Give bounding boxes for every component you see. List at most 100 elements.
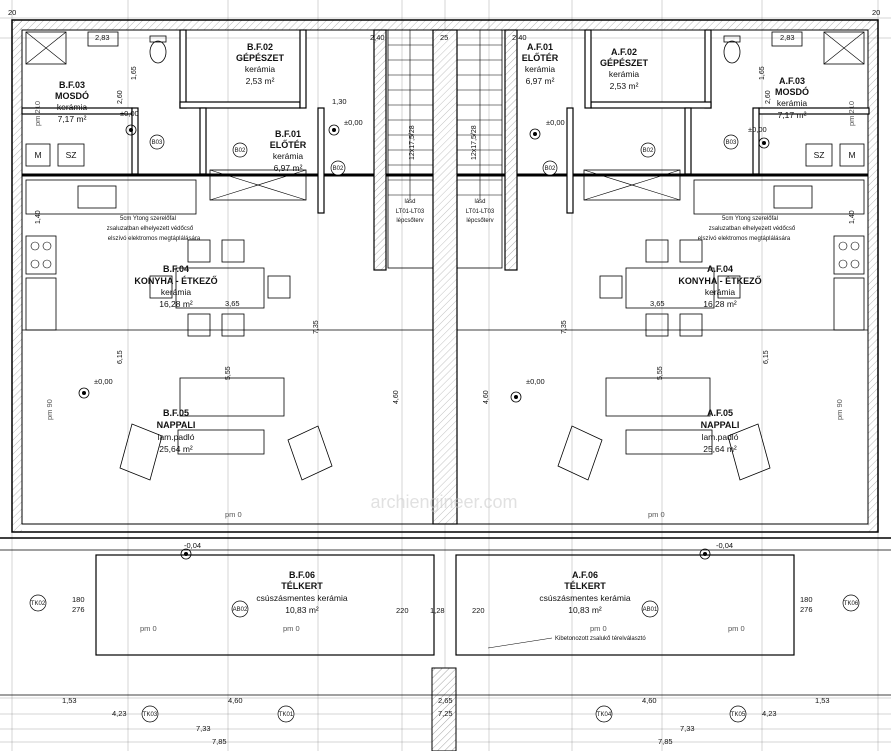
- room-area-bf02: 2,53 m²: [246, 76, 275, 86]
- appliance-labels: M SZ SZ M: [34, 150, 855, 160]
- tag-b02-left: B02: [235, 148, 246, 154]
- room-code-bf06: B.F.06: [289, 570, 315, 580]
- dim-733-kitchen-left: 3,65: [225, 299, 240, 308]
- dimension-texts: 2,40 25 2,40 20 20 2,83 2,83 1,30 1,53 4…: [8, 8, 880, 746]
- watermark: archiengineer.com: [370, 492, 517, 512]
- room-finish-af04: kerámia: [705, 287, 736, 297]
- dim-423-right: 4,23: [762, 709, 777, 718]
- pm0-bf05: pm 0: [225, 510, 242, 519]
- room-code-bf02: B.F.02: [247, 42, 273, 52]
- room-name-bf04: KONYHA - ÉTKEZŐ: [134, 275, 217, 286]
- dim-165-left: 1,65: [131, 66, 138, 80]
- note-lepcso-left: lépcsőterv: [396, 218, 423, 224]
- room-code-af02: A.F.02: [611, 47, 637, 57]
- pm0-bf06-b: pm 0: [283, 624, 300, 633]
- tag-ab02: AB02: [233, 607, 248, 613]
- dim-733-left: 7,33: [196, 724, 211, 733]
- room-code-bf05: B.F.05: [163, 408, 189, 418]
- room-name-af03: MOSDÓ: [775, 86, 809, 97]
- dim-785-left: 7,85: [212, 737, 227, 746]
- tag-tk06: TK06: [844, 601, 859, 607]
- room-area-af05: 25,64 m²: [703, 444, 737, 454]
- dim-460-v-left: 4,60: [393, 390, 400, 404]
- stair-left: [387, 29, 434, 269]
- elevation-labels: ±0,00 ±0,00 ±0,00 ±0,00 ±0,00 ±0,00 -0,0…: [33, 101, 856, 633]
- tag-tk04: TK04: [597, 712, 612, 718]
- winter-garden: [0, 537, 891, 751]
- note-ytong-left-3: elszívó elektromos megtáplálására: [108, 236, 201, 242]
- tag-b03-right: B03: [726, 140, 737, 146]
- tag-b02-right: B02: [643, 148, 654, 154]
- room-name-bf01: ELŐTÉR: [270, 139, 307, 150]
- room-code-bf03: B.F.03: [59, 80, 85, 90]
- room-code-af06: A.F.06: [572, 570, 598, 580]
- dim-153-left: 1,53: [62, 696, 77, 705]
- room-finish-af06: csúszásmentes kerámia: [539, 593, 630, 603]
- dim-283-right: 2,83: [780, 33, 795, 42]
- dim-260-left: 2,60: [117, 90, 124, 104]
- elev-bf05: ±0,00: [94, 377, 113, 386]
- dryer-label-left: SZ: [66, 150, 77, 160]
- fixtures-right: [557, 31, 865, 481]
- fixtures-left: [25, 31, 333, 481]
- room-finish-bf04: kerámia: [161, 287, 192, 297]
- elev-af03: ±0,00: [748, 125, 767, 134]
- room-code-af05: A.F.05: [707, 408, 733, 418]
- pm0-af06-a: pm 0: [590, 624, 607, 633]
- washer-label-right: M: [848, 150, 855, 160]
- dim-276-right: 276: [800, 605, 813, 614]
- dim-140-left: 1,40: [35, 210, 42, 224]
- note-lt-right: LT01-LT03: [466, 209, 495, 215]
- room-finish-af05: lam.padló: [702, 432, 739, 442]
- dim-615-right: 6,15: [763, 350, 770, 364]
- room-name-af05: NAPPALI: [701, 420, 740, 430]
- dim-top-240-right: 2,40: [512, 33, 527, 42]
- tag-tk01: TK01: [279, 712, 294, 718]
- dim-725: 7,25: [438, 709, 453, 718]
- dim-733-right: 7,33: [680, 724, 695, 733]
- note-ytong-left-2: zsaluzatban elhelyezett védőcső: [107, 226, 194, 232]
- room-finish-af02: kerámia: [609, 69, 640, 79]
- elev-af06: -0,04: [716, 541, 733, 550]
- pm90-left: pm 90: [45, 399, 54, 420]
- dim-265: 2,65: [438, 696, 453, 705]
- dim-180-left: 180: [72, 595, 85, 604]
- room-code-bf04: B.F.04: [163, 264, 189, 274]
- dim-733-kitchen-right: 3,65: [650, 299, 665, 308]
- room-name-bf05: NAPPALI: [157, 420, 196, 430]
- elev-bf06: -0,04: [184, 541, 201, 550]
- room-code-af03: A.F.03: [779, 76, 805, 86]
- dim-260-right: 2,60: [765, 90, 772, 104]
- tag-tk03: TK03: [143, 712, 158, 718]
- note-ytong-right-3: elszívó elektromos megtáplálására: [698, 236, 791, 242]
- dim-top-20-right: 20: [872, 8, 880, 17]
- room-finish-bf01: kerámia: [273, 151, 304, 161]
- pm0-bf06-a: pm 0: [140, 624, 157, 633]
- level-markers: [78, 124, 770, 560]
- elev-af01: ±0,00: [546, 118, 565, 127]
- elev-bf01: ±0,00: [344, 118, 363, 127]
- dim-140-right: 1,40: [849, 210, 856, 224]
- dryer-label-right: SZ: [814, 150, 825, 160]
- dim-10: 1,28: [430, 606, 445, 615]
- dim-423-left: 4,23: [112, 709, 127, 718]
- dim-128-left: 220: [396, 606, 409, 615]
- room-finish-af01: kerámia: [525, 64, 556, 74]
- tag-tk05: TK05: [731, 712, 746, 718]
- note-lt-left: LT01-LT03: [396, 209, 425, 215]
- room-finish-bf05: lam.padló: [158, 432, 195, 442]
- room-area-bf06: 10,83 m²: [285, 605, 319, 615]
- dim-128-right: 220: [472, 606, 485, 615]
- elev-bf03: ±0,00: [120, 109, 139, 118]
- tag-b03: B03: [152, 140, 163, 146]
- stair-spec-left: 12x17,5/28: [409, 125, 416, 160]
- note-separator: Kibetonozott zsalukő térelválasztó: [555, 636, 646, 642]
- pm0-af05: pm 0: [648, 510, 665, 519]
- room-name-bf03: MOSDÓ: [55, 90, 89, 101]
- note-lasd-right: lásd: [474, 199, 485, 205]
- room-finish-bf02: kerámia: [245, 64, 276, 74]
- dim-top-240-left: 2,40: [370, 33, 385, 42]
- room-name-bf06: TÉLKERT: [281, 581, 323, 591]
